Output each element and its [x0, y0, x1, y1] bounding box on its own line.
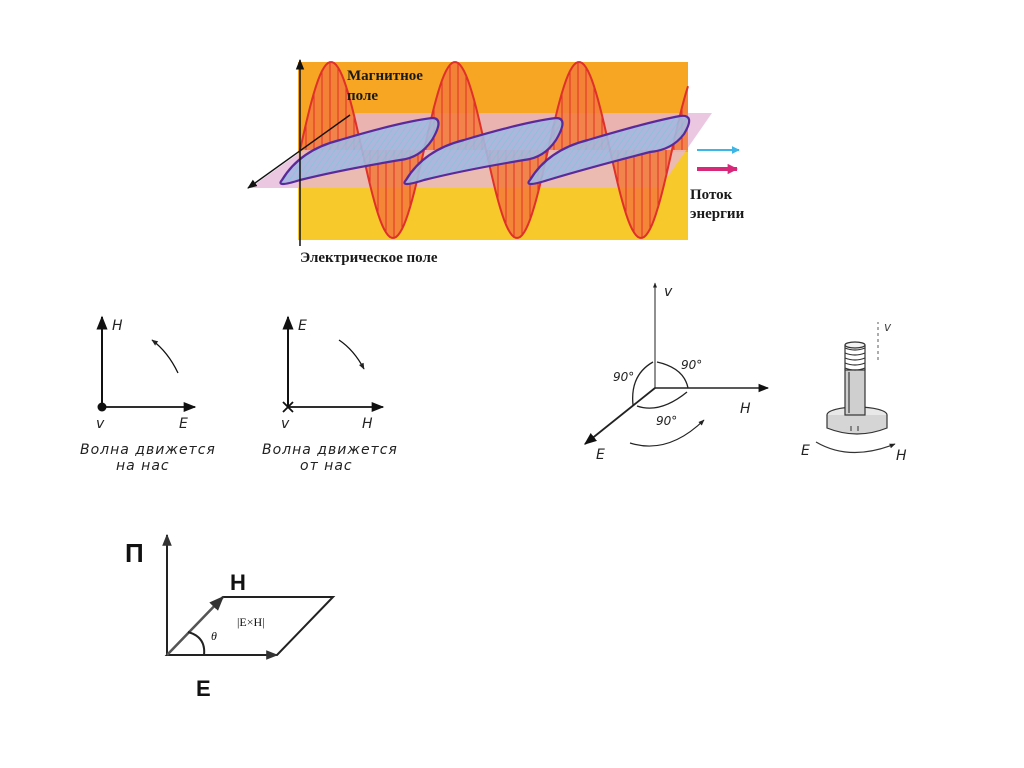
h-label: H [740, 401, 751, 417]
screw-head-side [826, 415, 888, 435]
screw-rule: v E H [801, 320, 907, 464]
h-label: H [112, 318, 123, 334]
rotation-arrow [815, 441, 896, 454]
magnetic-field-wave [279, 114, 691, 186]
wave-depth-axis [247, 114, 351, 189]
theta-label: θ [211, 629, 217, 643]
angle-label-left: 90° [613, 370, 634, 384]
orientation-away-from-us: E H v Волна движется от нас [262, 315, 403, 474]
magnetic-loop [527, 114, 691, 186]
angle-arc-v-e [632, 361, 654, 406]
e-label: E [298, 318, 307, 334]
angle-label-bottom: 90° [656, 414, 677, 428]
e-label: E [179, 416, 188, 432]
rotation-arrow-cw [338, 339, 365, 370]
magnetic-field-label: Магнитное поле [347, 68, 427, 104]
e-label: E [196, 676, 211, 701]
e-axis [584, 387, 656, 445]
caption-toward-us: Волна движется на нас [80, 442, 221, 474]
magnetic-loop [403, 116, 564, 186]
rotation-arrow-ccw [151, 339, 179, 374]
energy-flow-label: Поток энергии [690, 187, 745, 222]
screw-threads [844, 341, 866, 371]
electric-field-label: Электрическое поле [300, 250, 438, 266]
v-label: v [884, 320, 892, 334]
angle-arc-v-h [656, 361, 689, 389]
angle-arc-e-h [636, 391, 688, 409]
h-label: H [230, 570, 246, 595]
theta-angle-arc [187, 631, 206, 656]
h-label: H [896, 448, 907, 464]
e-label: E [801, 443, 810, 459]
vector-triad: v H E 90° 90° 90° [584, 282, 770, 463]
poynting-label: П [125, 538, 144, 568]
cross-product-label: |E×H| [237, 615, 265, 629]
caption-away-from-us: Волна движется от нас [262, 442, 403, 474]
h-label: H [362, 416, 373, 432]
origin-cross [282, 401, 294, 413]
v-label: v [664, 284, 673, 300]
orientation-toward-us: H E v Волна движется на нас [80, 315, 221, 474]
em-wave-figure: Магнитное поле Поток энергии Электрическ… [247, 58, 745, 266]
v-label: v [281, 416, 290, 432]
angle-label-top-right: 90° [681, 358, 702, 372]
rotation-arrow [629, 419, 705, 447]
v-label: v [96, 416, 105, 432]
origin-dot [97, 402, 107, 412]
poynting-vector-diagram: П H E θ |E×H| [125, 533, 336, 701]
e-label: E [596, 447, 605, 463]
h-vector-arrow [166, 595, 225, 656]
